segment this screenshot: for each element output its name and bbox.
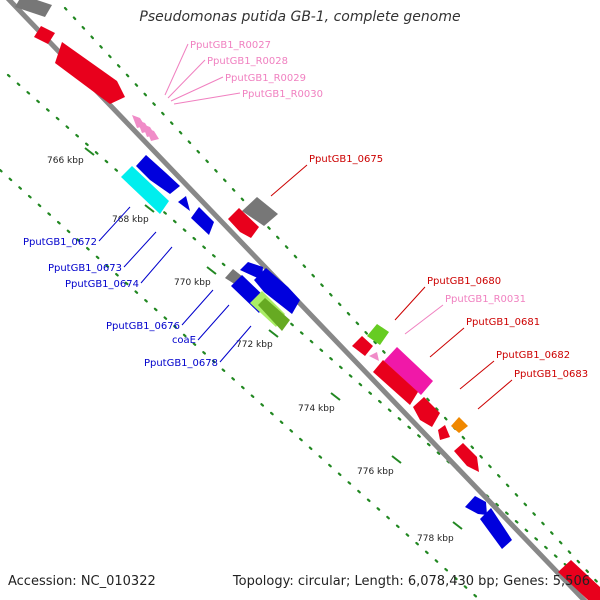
gene-PputGB1_0678[interactable] — [258, 298, 290, 331]
gene-label[interactable]: PputGB1_0681 — [466, 317, 540, 328]
tick-label: 774 kbp — [298, 404, 335, 414]
gene-PputGB1_0682[interactable] — [413, 397, 440, 427]
position-ticks: 766 kbp 768 kbp 770 kbp 772 kbp 774 kbp 776 k… — [47, 147, 463, 544]
gene-label[interactable]: PputGB1_R0028 — [207, 56, 288, 67]
tick-label: 776 kbp — [357, 467, 394, 477]
gene-label[interactable]: PputGB1_0672 — [23, 237, 97, 248]
gene-label[interactable]: PputGB1_R0030 — [242, 89, 323, 100]
label-leader-line — [459, 360, 495, 390]
label-leader-line — [173, 92, 241, 105]
gene-PputGB1_0683[interactable] — [451, 417, 468, 433]
label-leader-line — [167, 59, 206, 99]
tick-mark — [391, 455, 402, 464]
tick-label: 778 kbp — [417, 534, 454, 544]
gene-label[interactable]: PputGB1_0674 — [65, 279, 139, 290]
label-leader-line — [140, 246, 173, 284]
tick-mark — [268, 329, 279, 338]
label-leader-line — [477, 379, 513, 410]
genome-summary-text: Topology: circular; Length: 6,078,430 bp… — [232, 574, 590, 589]
tick-mark — [330, 392, 341, 401]
guide-track-outer — [63, 6, 600, 587]
gene-blue-778a[interactable] — [465, 496, 487, 515]
gene-labels: PputGB1_R0027PputGB1_R0028PputGB1_R0029P… — [23, 40, 588, 410]
gene-blue-771[interactable] — [254, 268, 300, 314]
tick-label: 772 kbp — [236, 340, 273, 350]
label-leader-line — [98, 206, 131, 242]
gene-label[interactable]: PputGB1_R0029 — [225, 73, 306, 84]
gene-red-bottom-right[interactable] — [558, 560, 600, 600]
tick-mark — [84, 147, 95, 156]
inner-track-genes[interactable] — [121, 155, 512, 549]
tick-mark — [206, 266, 217, 275]
guide-track-mid — [6, 73, 600, 597]
gene-red-large[interactable] — [55, 42, 125, 104]
map-title: Pseudomonas putida GB-1, complete genome — [139, 9, 461, 25]
tick-label: 766 kbp — [47, 156, 84, 166]
gene-PputGB1_0675-grey[interactable] — [242, 197, 278, 226]
gene-blue-766a[interactable] — [136, 155, 180, 194]
label-leader-line — [404, 304, 444, 335]
guide-tracks — [0, 6, 600, 600]
gene-PputGB1_0680-green[interactable] — [367, 324, 389, 345]
gene-label[interactable]: PputGB1_0682 — [496, 350, 570, 361]
gene-red-small-a[interactable] — [438, 425, 450, 440]
gene-rna-R0030[interactable] — [146, 128, 159, 141]
label-leader-line — [170, 76, 224, 102]
label-leader-line — [394, 286, 426, 321]
gene-label[interactable]: PputGB1_R0031 — [445, 294, 526, 305]
gene-PputGB1_0675-red[interactable] — [228, 208, 259, 238]
gene-red-top-left[interactable] — [34, 26, 55, 44]
gene-blue-778b[interactable] — [480, 508, 512, 549]
gene-blue-770a[interactable] — [240, 262, 263, 280]
tick-label: 770 kbp — [174, 278, 211, 288]
gene-grey-top-left[interactable] — [15, 0, 52, 17]
gene-R0031-rna[interactable] — [369, 352, 379, 361]
gene-label[interactable]: PputGB1_0683 — [514, 369, 588, 380]
outer-track-genes[interactable] — [15, 0, 600, 600]
gene-label[interactable]: PputGB1_0676 — [106, 321, 180, 332]
tick-mark — [452, 521, 463, 530]
gene-PputGB1_0674[interactable] — [191, 207, 214, 235]
gene-PputGB1_0681[interactable] — [384, 347, 433, 395]
gene-label[interactable]: PputGB1_R0027 — [190, 40, 271, 51]
label-leader-line — [181, 289, 214, 326]
label-leader-line — [429, 327, 465, 358]
gene-PputGB1_0673[interactable] — [178, 196, 190, 211]
tick-label: 768 kbp — [112, 215, 149, 225]
gene-PputGB1_0672[interactable] — [121, 166, 169, 214]
label-leader-line — [123, 231, 157, 268]
gene-label[interactable]: PputGB1_0678 — [144, 358, 218, 369]
label-leader-line — [197, 304, 230, 341]
label-leader-line — [219, 325, 252, 363]
gene-red-small-b[interactable] — [454, 443, 479, 472]
gene-label[interactable]: coaE — [172, 335, 196, 346]
gene-label[interactable]: PputGB1_0675 — [309, 154, 383, 165]
gene-label[interactable]: PputGB1_0680 — [427, 276, 501, 287]
label-leader-line — [164, 43, 189, 96]
accession-text: Accession: NC_010322 — [8, 574, 156, 589]
tick-mark — [144, 204, 155, 213]
gene-PputGB1_0681-red[interactable] — [373, 360, 418, 405]
label-leader-line — [270, 164, 308, 197]
gene-PputGB1_0680-red[interactable] — [352, 336, 373, 356]
gene-label[interactable]: PputGB1_0673 — [48, 263, 122, 274]
